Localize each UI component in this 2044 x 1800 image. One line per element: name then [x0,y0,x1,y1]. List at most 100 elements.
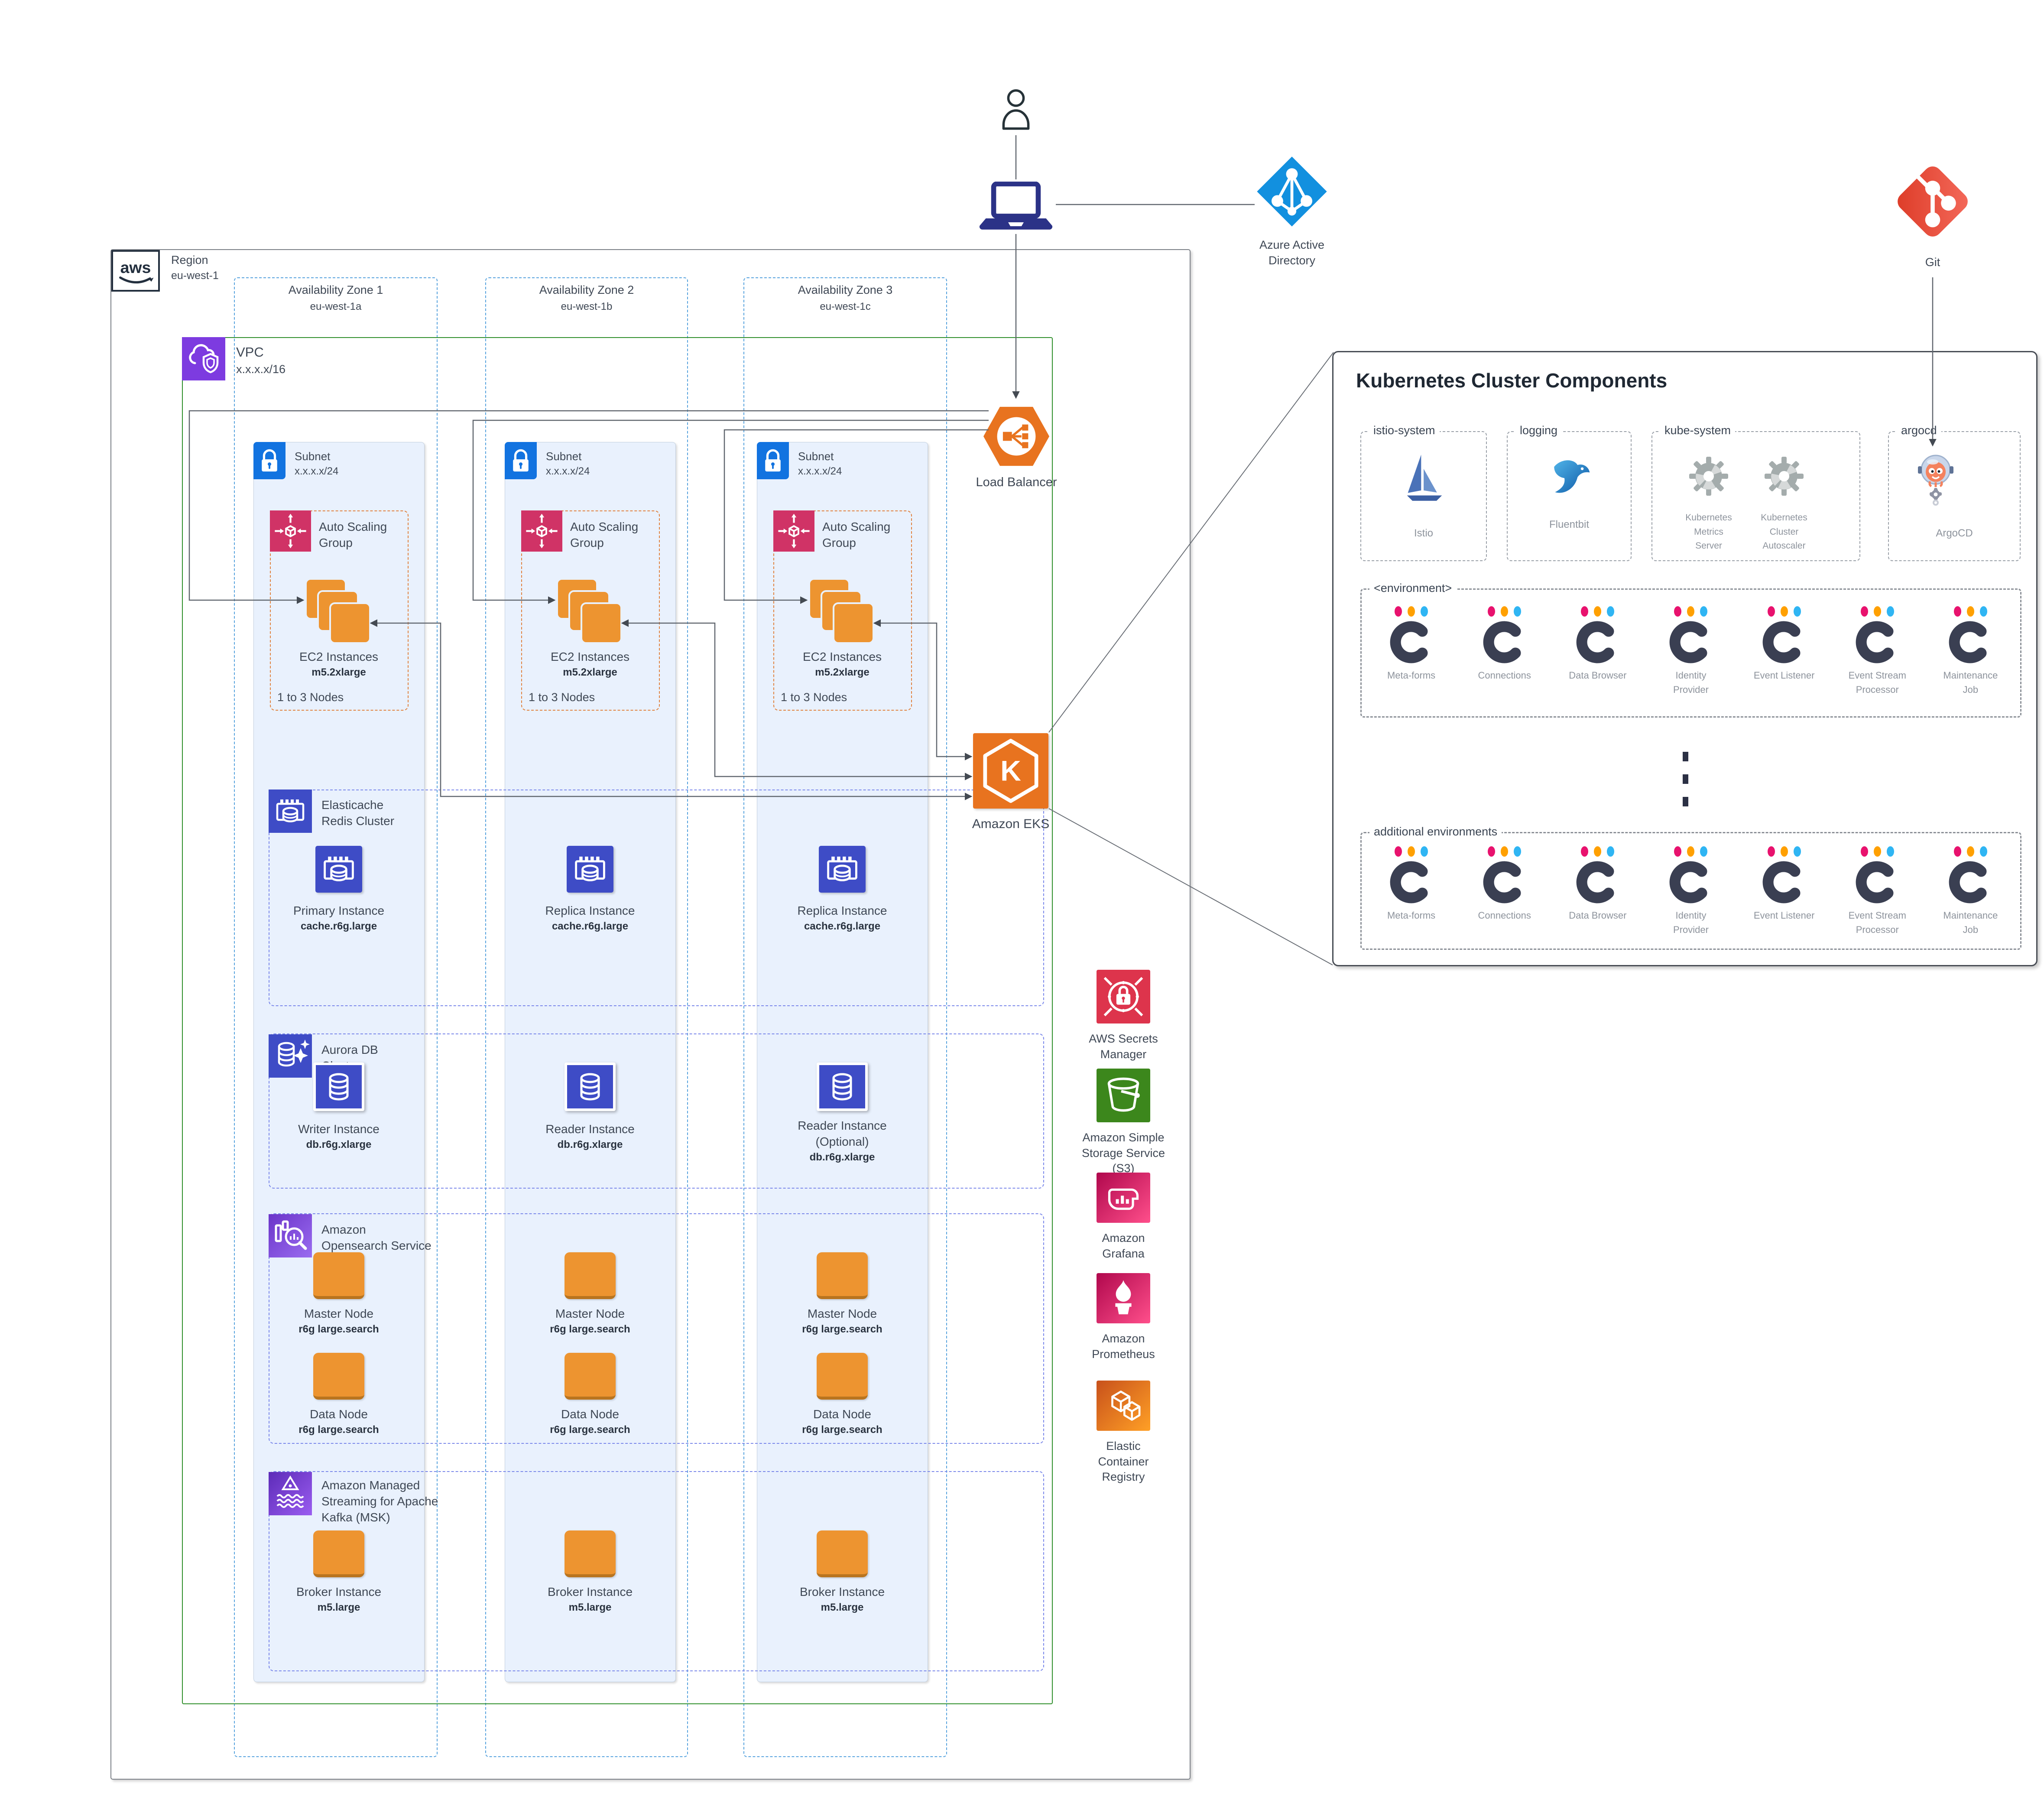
subnet1-lock-icon [253,442,286,479]
azure-ad-label: Azure Active Directory [1259,238,1325,267]
os-master3-type: r6g large.search [802,1323,882,1335]
redis-replica-icon [567,846,613,893]
subnet1-cidr: x.x.x.x/24 [295,465,339,477]
component-dots-icon [1767,606,1801,617]
eks-icon [973,733,1048,809]
ns-argocd-box: argocd ArgoCD [1888,424,2021,561]
az2-title: Availability Zone 2 [539,283,634,296]
vpc-box [182,337,1053,1704]
az1-box [234,277,438,1757]
msk-icon [269,1472,312,1515]
k8s-component: Connections [1458,846,1551,944]
asg1-note: 1 to 3 Nodes [277,691,344,704]
k8s-component: Data Browser [1551,846,1644,944]
os-data2-label: Data Node [561,1407,619,1421]
dot-icon [1488,606,1496,617]
dot-icon [1501,606,1509,617]
os-data3-label: Data Node [813,1407,871,1421]
aurora-writer-icon [313,1062,364,1111]
component-label: Event Listener [1753,910,1815,921]
istio-label: Istio [1414,527,1433,539]
dot-icon [1514,606,1522,617]
fluentbit-label: Fluentbit [1549,519,1590,530]
os-master3-label: Master Node [807,1307,877,1320]
additional-environments-box: additional environments [1360,825,2021,950]
opensearch-master-icon [817,1252,868,1299]
subnet3-cidr: x.x.x.x/24 [798,465,842,477]
elasticache-icon [269,790,312,833]
aws-logo [111,250,160,292]
dot-icon [1860,606,1868,617]
os-master2-label: Master Node [555,1307,625,1320]
ec2-instance-icon [329,602,371,644]
eks-label: Amazon EKS [972,817,1050,831]
dot-icon [1674,846,1682,857]
vpc-cidr: x.x.x.x/16 [236,363,286,376]
redis-inst2-type: cache.r6g.large [552,920,629,932]
dot-icon [1421,606,1428,617]
elasticache-title: Elasticache Redis Cluster [321,798,395,828]
secrets-manager-icon [1097,970,1150,1023]
c-logo-icon [1576,861,1614,903]
opensearch-title: Amazon Opensearch Service [321,1223,432,1252]
dot-icon [1966,846,1974,857]
dot-icon [1687,606,1695,617]
broker3-type: m5.large [821,1602,864,1613]
prometheus-icon [1097,1273,1150,1323]
component-label: Maintenance Job [1943,910,1998,935]
k8s-component: Connections [1458,606,1551,714]
redis-replica-icon [819,846,866,893]
dot-icon [1687,846,1695,857]
dot-icon [1979,606,1987,617]
broker1-type: m5.large [317,1602,360,1613]
user-icon [992,87,1040,134]
dot-icon [1793,846,1801,857]
c-logo-icon [1762,861,1801,903]
dot-icon [1514,846,1522,857]
aurora-inst2-label: Reader Instance [545,1122,635,1136]
dot-icon [1607,606,1615,617]
aws-region-box [110,249,1191,1780]
component-dots-icon [1488,606,1522,617]
asg3-icon [773,510,814,552]
c-logo-icon [1856,621,1894,663]
dot-icon [1581,606,1589,617]
metrics-server-gear-icon [1687,455,1730,498]
subnet2-cidr: x.x.x.x/24 [546,465,590,477]
component-label: Event Stream Processor [1848,670,1906,695]
component-dots-icon [1860,606,1894,617]
opensearch-master-icon [313,1252,364,1299]
more-environments-ellipsis-icon [1683,797,1688,806]
region-label: Region [171,253,208,266]
c-logo-icon [1669,621,1707,663]
opensearch-data-icon [817,1353,868,1400]
opensearch-box [269,1213,1044,1444]
environment-box: <environment> [1360,582,2021,718]
dot-icon [1501,846,1509,857]
aurora-inst2-type: db.r6g.xlarge [557,1139,623,1150]
ns-kube-system-box: kube-system Kubernetes Metrics Server Ku… [1651,424,1860,561]
az3-box [743,277,947,1757]
ns-istio-name: istio-system [1369,424,1440,437]
dot-icon [1979,846,1987,857]
redis-inst1-label: Primary Instance [293,904,385,917]
asg1-label: Auto Scaling Group [319,520,387,549]
redis-inst3-type: cache.r6g.large [804,920,881,932]
dot-icon [1886,606,1894,617]
msk-broker-icon [313,1530,364,1577]
ec2-label-az1: EC2 Instances [299,650,379,663]
msk-box [269,1471,1044,1671]
c-logo-icon [1390,621,1428,663]
asg3-note: 1 to 3 Nodes [781,691,847,704]
dot-icon [1886,846,1894,857]
component-dots-icon [1860,846,1894,857]
component-dots-icon [1767,846,1801,857]
az1-title: Availability Zone 1 [288,283,383,296]
os-data1-label: Data Node [310,1407,368,1421]
os-data3-type: r6g large.search [802,1424,882,1436]
component-dots-icon [1581,846,1615,857]
az1-zone: eu-west-1a [310,301,362,312]
os-master1-label: Master Node [304,1307,374,1320]
